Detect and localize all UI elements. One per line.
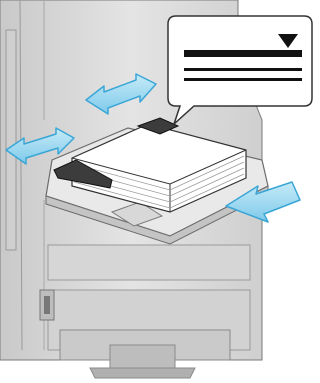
max-paper-level-callout xyxy=(166,14,314,126)
printer-base xyxy=(60,330,230,378)
